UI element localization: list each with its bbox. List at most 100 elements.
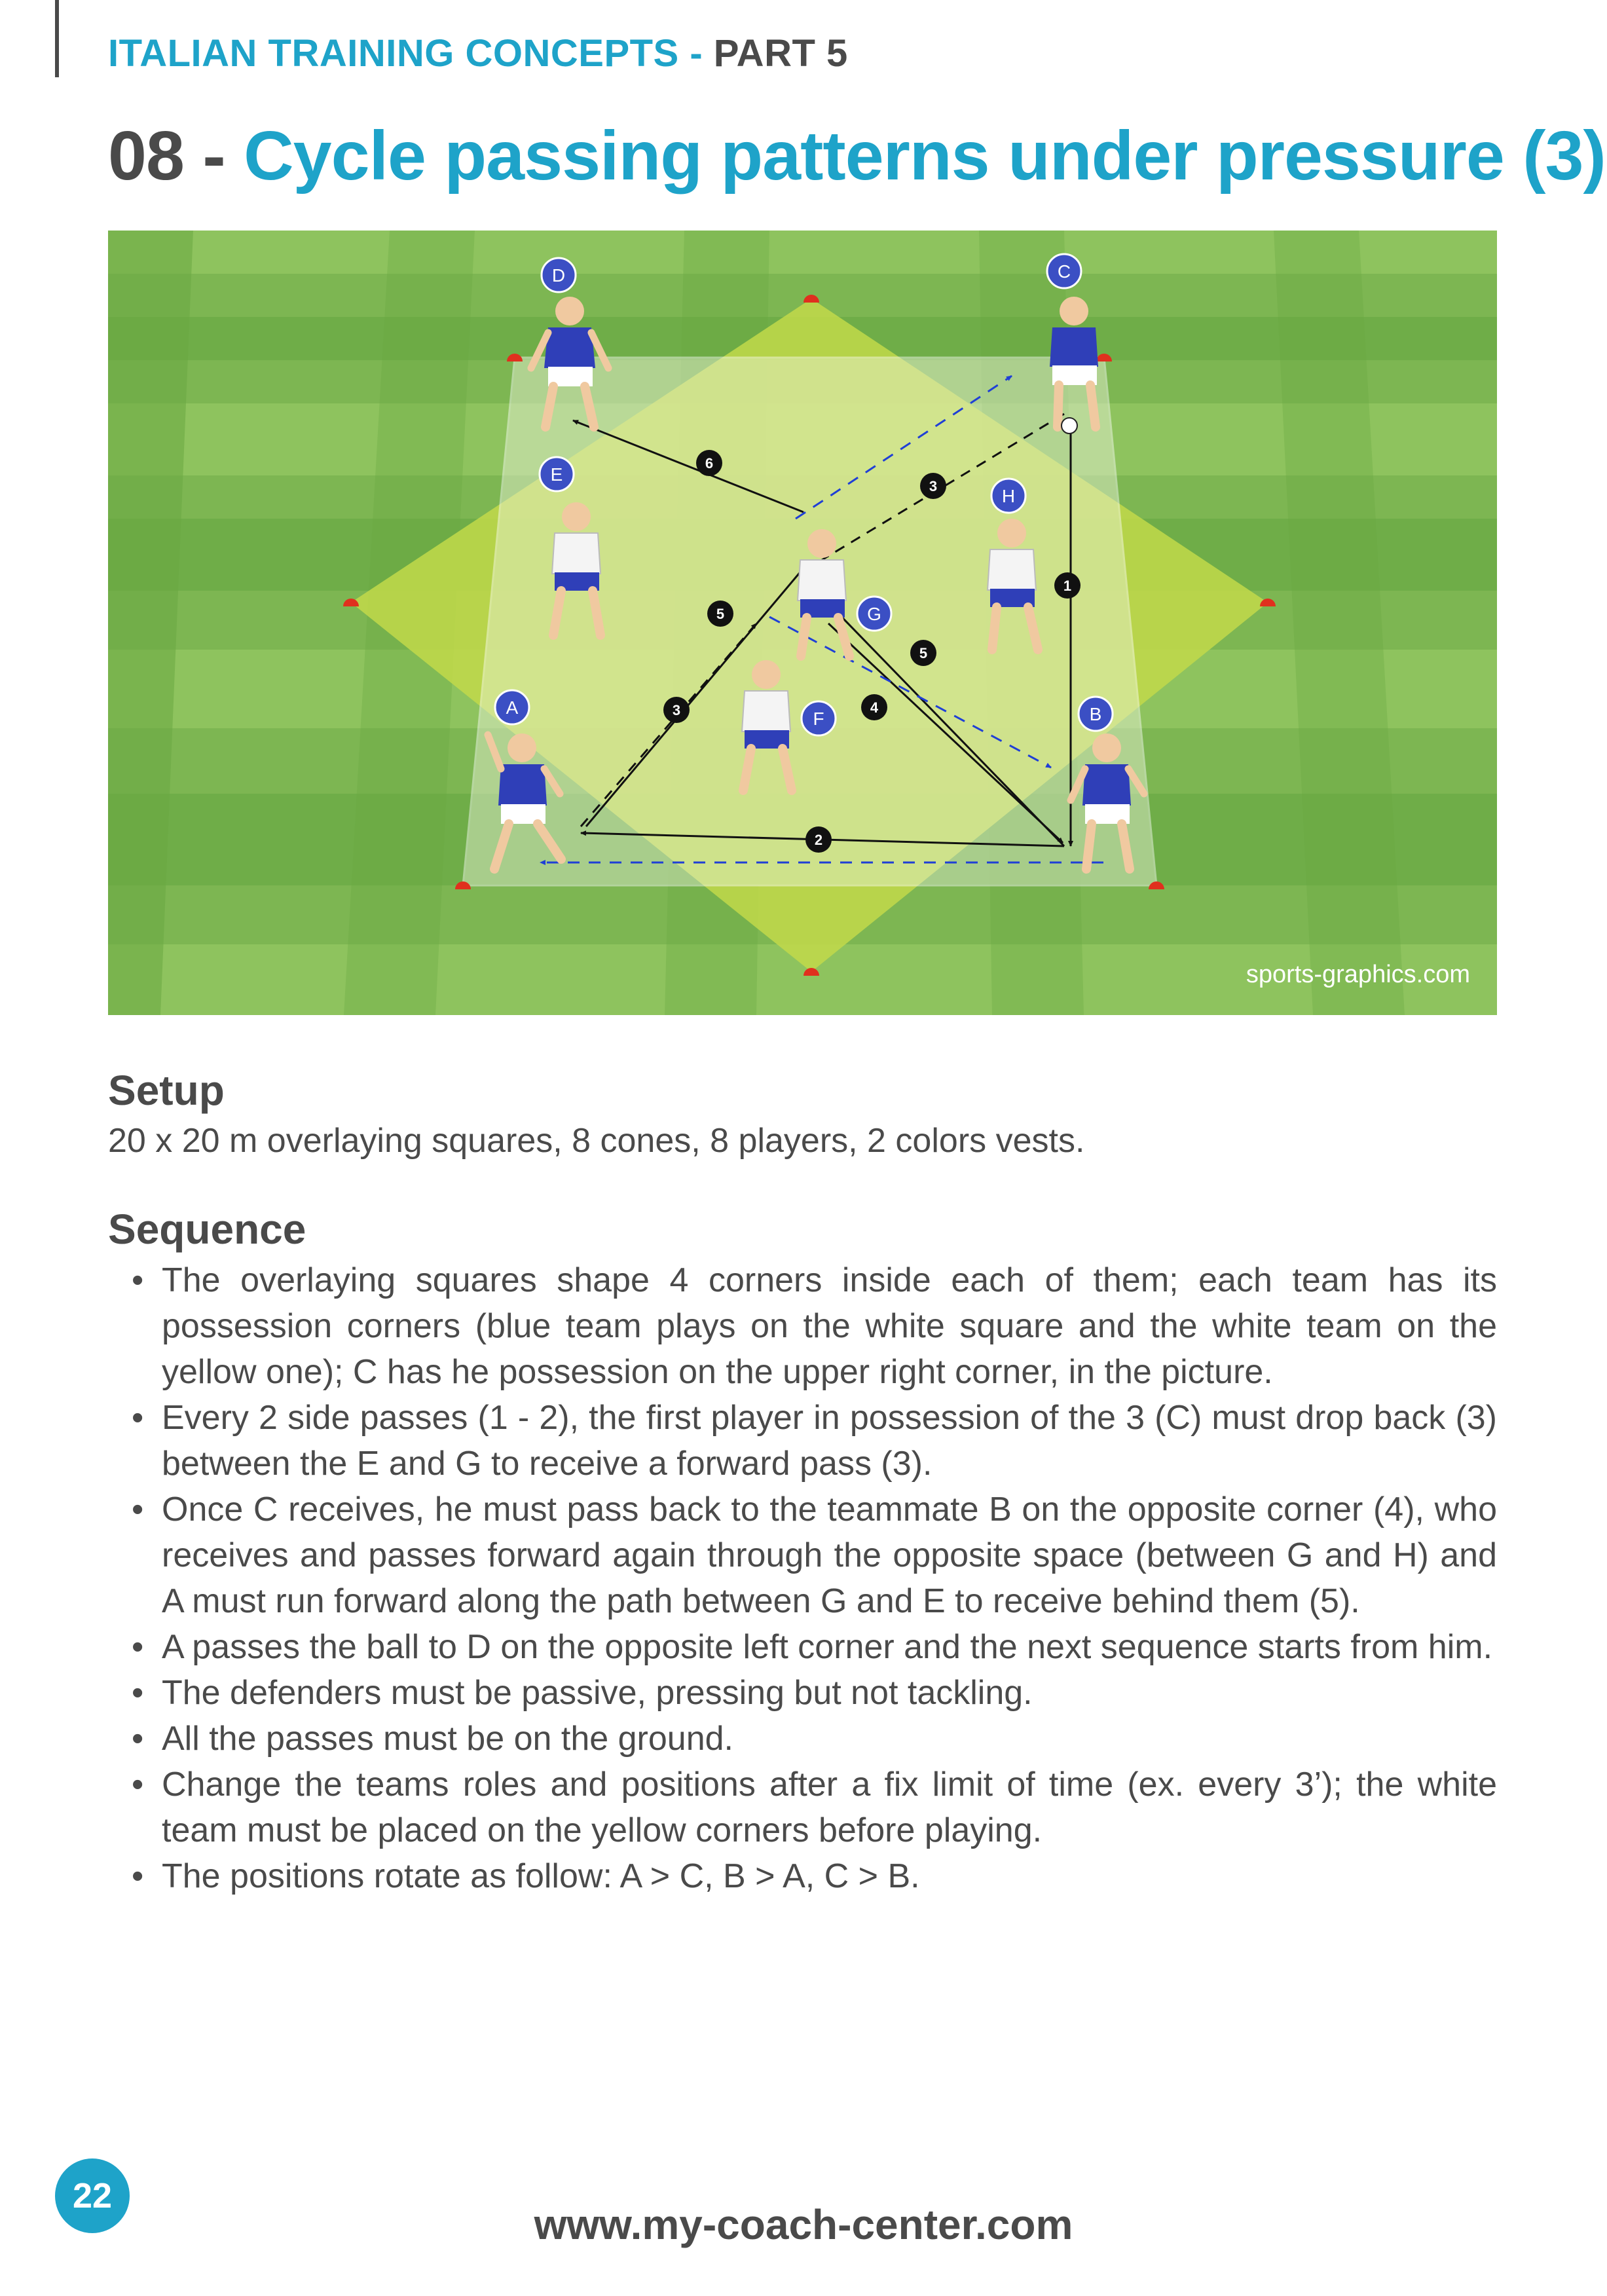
drill-number: 08 — [108, 117, 185, 194]
sequence-step-text: Change the teams roles and positions aft… — [162, 1766, 1497, 1849]
player-label-a: A — [494, 689, 530, 726]
pass-number-badge: 5 — [910, 640, 936, 666]
series-header: ITALIAN TRAINING CONCEPTS - PART 5 — [108, 31, 848, 75]
list-item: • Once C receives, he must pass back to t… — [108, 1487, 1497, 1624]
player-a — [484, 731, 566, 874]
pass-number-badge: 6 — [696, 450, 722, 476]
list-item: • The overlaying squares shape 4 corners … — [108, 1257, 1497, 1395]
setup-text: 20 x 20 m overlaying squares, 8 cones, 8… — [108, 1122, 1085, 1160]
sequence-heading: Sequence — [108, 1206, 306, 1253]
player-label-text: F — [813, 709, 824, 729]
sequence-step-text: Every 2 side passes (1 - 2), the first p… — [162, 1399, 1497, 1483]
pitch-stripe — [108, 231, 1497, 274]
player-f — [739, 660, 796, 795]
sequence-list: • The overlaying squares shape 4 corners … — [108, 1257, 1497, 1899]
player-label-d: D — [540, 257, 577, 293]
drill-diagram-svg: 1 2 3 3 4 5 5 6 — [108, 231, 1497, 1015]
list-item: • Change the teams roles and positions af… — [108, 1762, 1497, 1853]
player-c — [1050, 297, 1100, 434]
pass-number-text: 4 — [870, 699, 879, 716]
list-item: • Every 2 side passes (1 - 2), the first … — [108, 1395, 1497, 1487]
player-label-text: C — [1058, 261, 1071, 282]
pass-line-6 — [572, 419, 804, 513]
bullet-icon: • — [132, 1720, 144, 1758]
pass-number-text: 3 — [929, 478, 937, 494]
blue-run-middle — [769, 616, 1052, 769]
player-label-text: B — [1090, 704, 1102, 724]
page-title: 08 - Cycle passing patterns under pressu… — [108, 117, 1606, 196]
pass-number-badge: 4 — [861, 694, 887, 720]
bullet-icon: • — [132, 1261, 144, 1299]
list-item: • The positions rotate as follow: A > C, … — [108, 1853, 1497, 1899]
bullet-icon: • — [132, 1399, 144, 1437]
cone — [455, 881, 471, 889]
cones — [343, 295, 1276, 976]
cone — [1096, 354, 1112, 361]
series-part: PART 5 — [713, 32, 848, 75]
player-label-g: G — [856, 595, 893, 632]
player-g — [796, 529, 854, 661]
player-label-text: D — [552, 265, 565, 286]
pass-number-text: 1 — [1063, 578, 1071, 594]
player-e — [549, 502, 605, 640]
player-h — [986, 519, 1043, 654]
sequence-step-text: Once C receives, he must pass back to th… — [162, 1491, 1497, 1620]
sequence-step-text: The overlaying squares shape 4 corners i… — [162, 1261, 1497, 1391]
sequence-step-text: A passes the ball to D on the opposite l… — [162, 1628, 1493, 1666]
player-label-text: A — [506, 697, 519, 718]
player-label-e: E — [538, 456, 575, 492]
player-b — [1067, 733, 1148, 874]
drill-name: Cycle passing patterns under pressure (3… — [244, 117, 1606, 194]
list-item: •A passes the ball to D on the opposite … — [108, 1624, 1497, 1670]
bullet-icon: • — [132, 1674, 144, 1712]
pass-number-badge: 1 — [1054, 572, 1081, 599]
pass-number-text: 3 — [673, 702, 680, 718]
list-item: • All the passes must be on the ground. — [108, 1716, 1497, 1762]
pass-number-badge: 2 — [805, 826, 832, 853]
cone — [1260, 599, 1276, 606]
sequence-step-text: All the passes must be on the ground. — [162, 1720, 733, 1758]
pass-line-3a — [585, 565, 807, 827]
drill-diagram: 1 2 3 3 4 5 5 6 — [108, 231, 1497, 1015]
player-label-f: F — [800, 700, 837, 737]
cone — [804, 295, 819, 303]
pass-line-4 — [827, 622, 1064, 844]
series-title: ITALIAN TRAINING CONCEPTS — [108, 32, 679, 75]
pass-number-badge: 5 — [707, 601, 733, 627]
pass-number-text: 6 — [705, 455, 713, 472]
pitch-stripe-vertical — [1274, 231, 1405, 1015]
pitch-stripe-vertical — [108, 231, 193, 1015]
pass-number-badge: 3 — [920, 473, 946, 499]
sequence-step-text: The defenders must be passive, pressing … — [162, 1674, 1033, 1712]
player-d — [527, 297, 612, 432]
diagram-watermark: sports-graphics.com — [1246, 961, 1470, 988]
player-label-h: H — [990, 477, 1027, 514]
series-separator: - — [678, 32, 714, 75]
pass-number-text: 5 — [716, 606, 724, 622]
player-label-c: C — [1046, 253, 1082, 289]
drill-title-separator: - — [183, 117, 244, 194]
blue-run-top — [795, 375, 1012, 520]
sequence-step-text: The positions rotate as follow: A > C, B… — [162, 1857, 920, 1895]
bullet-icon: • — [132, 1491, 144, 1528]
setup-heading: Setup — [108, 1067, 225, 1114]
player-label-text: H — [1002, 486, 1015, 506]
pass-number-text: 2 — [815, 832, 822, 848]
page-number-badge: 22 — [55, 2158, 130, 2233]
player-label-text: E — [551, 464, 563, 485]
cone — [804, 968, 819, 976]
header-rule — [55, 0, 59, 77]
yellow-square — [351, 299, 1268, 972]
pass-number-badge: 3 — [663, 697, 690, 723]
cone — [1149, 881, 1164, 889]
run-line-5b — [580, 623, 758, 827]
footer-url[interactable]: www.my-coach-center.com — [534, 2201, 1073, 2248]
bullet-icon: • — [132, 1766, 144, 1804]
bullet-icon: • — [132, 1857, 144, 1895]
player-label-text: G — [867, 604, 881, 624]
cone — [507, 354, 523, 361]
cone — [343, 599, 359, 606]
pass-number-text: 5 — [919, 645, 927, 661]
pass-line-5a — [802, 576, 1065, 847]
player-label-b: B — [1077, 695, 1114, 732]
